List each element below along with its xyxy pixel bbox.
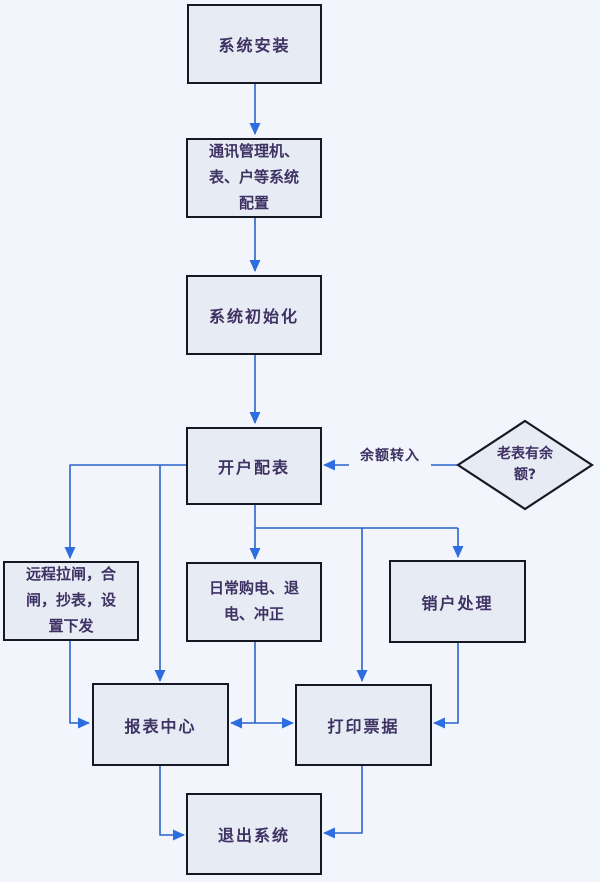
decision-diamond-shape xyxy=(455,419,595,511)
decision-label-text: 老表有余额? xyxy=(497,446,553,483)
edge-remote-report xyxy=(69,641,90,729)
node-open-account: 开户配表 xyxy=(186,427,322,505)
edge-label-balance-transfer: 余额转入 xyxy=(349,446,431,466)
node-exit-system: 退出系统 xyxy=(186,793,322,875)
node-system-install: 系统安装 xyxy=(187,4,322,84)
node-report-center: 报表中心 xyxy=(92,683,229,766)
edge-report-exit xyxy=(159,766,185,841)
node-close-account: 销户处理 xyxy=(389,560,526,643)
node-print-receipt: 打印票据 xyxy=(295,684,432,766)
edge-open-remote xyxy=(64,464,186,559)
edge-print-exit xyxy=(323,766,363,839)
node-system-init: 系统初始化 xyxy=(186,275,322,355)
node-daily-purchase: 日常购电、退电、冲正 xyxy=(186,562,322,642)
decision-old-meter-balance: 老表有余额? xyxy=(466,428,584,502)
node-remote-control: 远程拉闸，合闸，抄表，设置下发 xyxy=(3,561,139,641)
node-system-config: 通讯管理机、表、户等系统配置 xyxy=(186,138,322,218)
edge-close-print xyxy=(433,643,459,729)
